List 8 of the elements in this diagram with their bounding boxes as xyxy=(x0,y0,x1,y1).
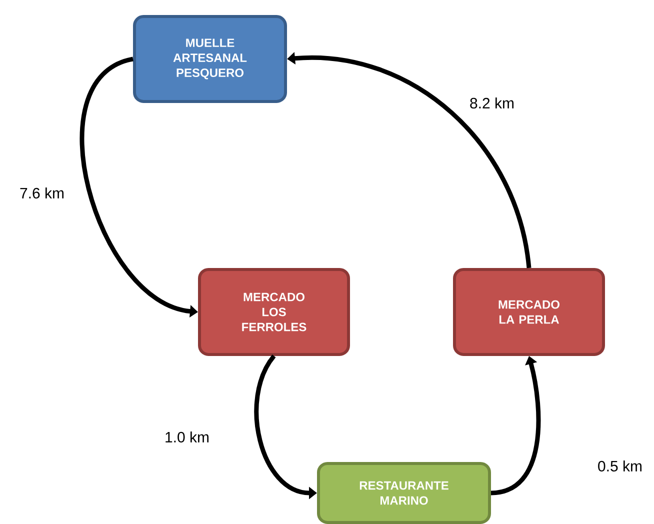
place-box: MERCADO LOS FERROLES xyxy=(198,268,350,356)
edge-label: 7.6 km xyxy=(18,186,66,200)
place-box: MUELLE ARTESANAL PESQUERO xyxy=(133,14,287,103)
edge-label: 0.5 km xyxy=(596,459,644,472)
edge-label: 1.0 km xyxy=(164,430,210,444)
edge-label: 8.2 km xyxy=(468,96,516,110)
place-box: MERCADO LA PERLA xyxy=(453,268,605,356)
place-box: RESTAURANTE MARINO xyxy=(317,462,491,524)
